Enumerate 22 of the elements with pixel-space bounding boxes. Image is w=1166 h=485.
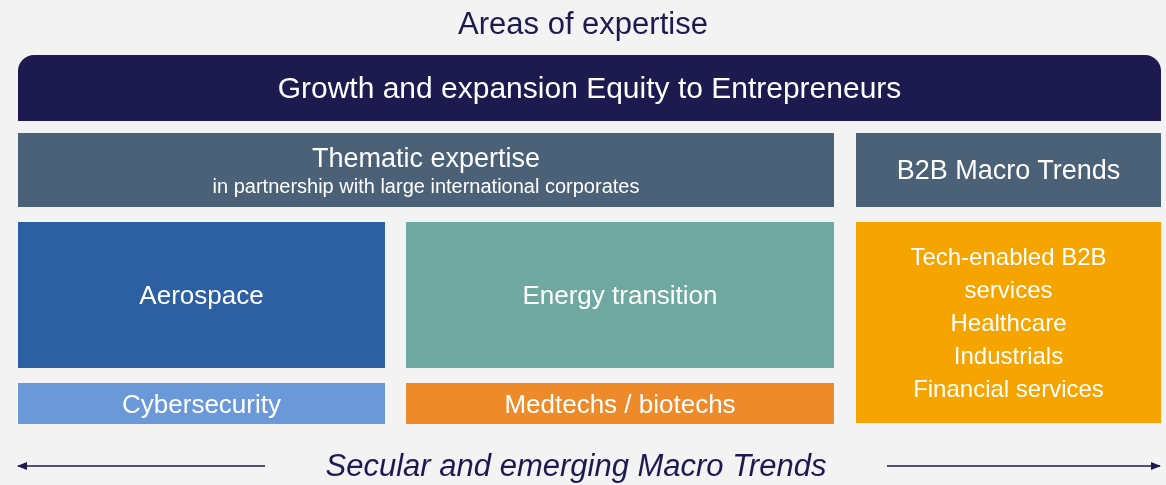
node-label: Tech-enabled B2B services bbox=[909, 242, 1108, 305]
category-box bbox=[856, 222, 1161, 423]
diagram-title: Areas of expertise bbox=[457, 6, 709, 42]
node-label: Healthcare bbox=[950, 308, 1067, 338]
subtitle-text: in partnership with large international corporates bbox=[212, 174, 640, 198]
node-label: Growth and expansion Equity to Entrepreneurs bbox=[277, 70, 902, 106]
banner bbox=[18, 55, 1161, 121]
section-header bbox=[18, 133, 834, 207]
section-header bbox=[856, 133, 1161, 207]
node-label: Energy transition bbox=[522, 279, 718, 311]
node-label: Thematic expertise bbox=[311, 142, 541, 174]
node-label: Cybersecurity bbox=[122, 387, 281, 420]
node-label: Financial services bbox=[913, 374, 1104, 404]
category-box bbox=[406, 383, 834, 424]
node-label: Aerospace bbox=[139, 279, 264, 311]
node-label: Industrials bbox=[953, 341, 1064, 371]
caption-text: Secular and emerging Macro Trends bbox=[324, 448, 828, 484]
category-box bbox=[18, 383, 385, 424]
node-label: B2B Macro Trends bbox=[896, 154, 1121, 186]
category-box bbox=[18, 222, 385, 368]
node-label: Medtechs / biotechs bbox=[504, 387, 736, 420]
category-box bbox=[406, 222, 834, 368]
